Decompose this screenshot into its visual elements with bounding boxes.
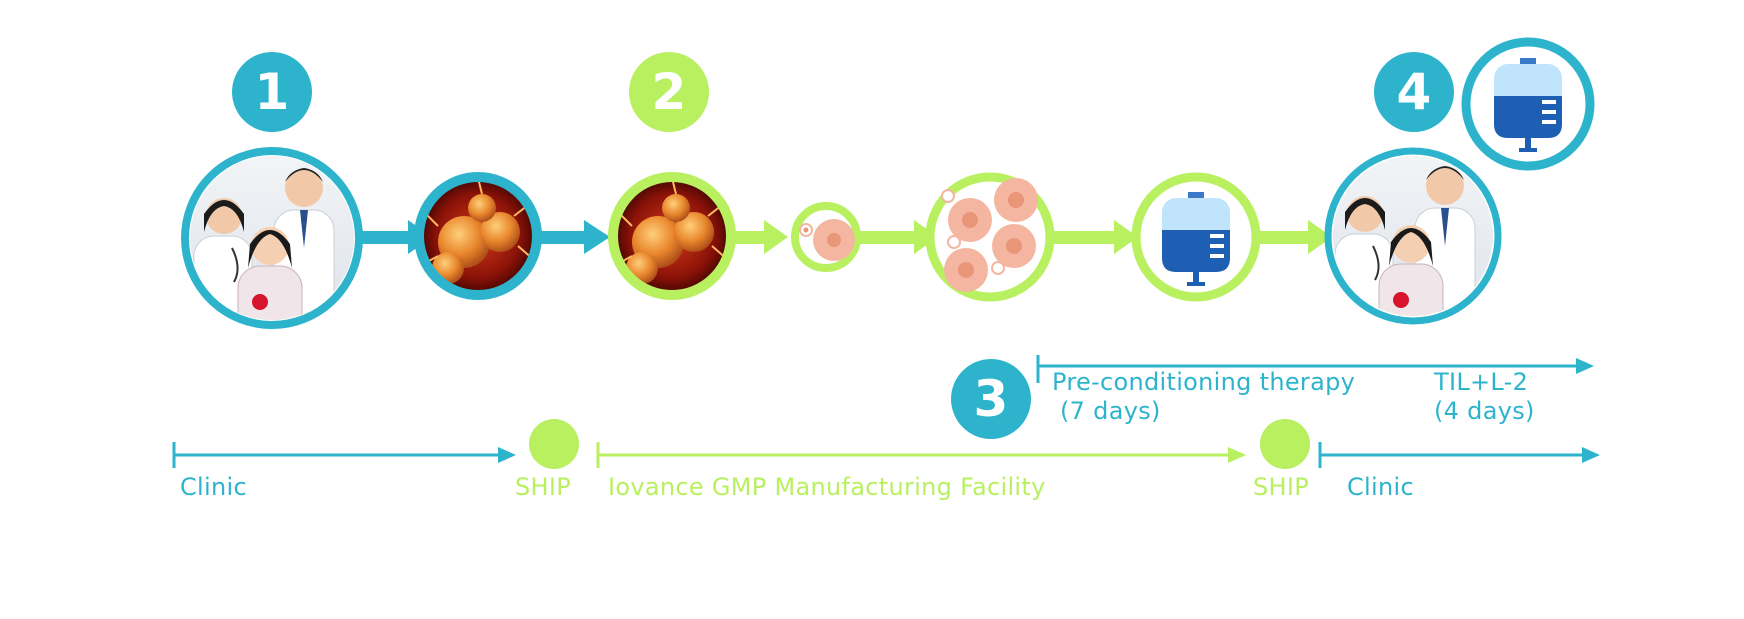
connector-arrow-2 <box>536 220 610 254</box>
ship-label-1: SHIP <box>515 473 572 501</box>
clinic-start-label: Clinic <box>180 473 247 501</box>
step-2-number: 2 <box>651 63 687 121</box>
connector-arrow-3 <box>730 220 788 254</box>
tumor-cells-image <box>414 172 542 300</box>
ship-dot-1 <box>529 419 579 469</box>
preconditioning-til-arrow <box>1036 355 1594 383</box>
patient-doctors-photo <box>181 147 363 329</box>
clinic-end-arrow <box>1318 442 1600 468</box>
cell-icon <box>791 202 861 272</box>
til-duration-label: (4 days) <box>1434 397 1535 425</box>
preconditioning-label: Pre-conditioning therapy <box>1052 368 1356 396</box>
clinic-end-label: Clinic <box>1347 473 1414 501</box>
connector-arrow-5 <box>1054 220 1138 254</box>
til-label: TIL+L-2 <box>1434 368 1529 396</box>
step-3-number: 3 <box>973 370 1009 428</box>
tumor-cells-image-harvested <box>608 172 736 300</box>
manufacturing-label: Iovance GMP Manufacturing Facility <box>608 473 1046 501</box>
step-4-badge <box>1374 52 1454 132</box>
cell-cluster-icon <box>925 172 1055 302</box>
ship-label-2: SHIP <box>1253 473 1310 501</box>
manufacturing-arrow <box>596 442 1246 468</box>
preconditioning-duration-label: (7 days) <box>1060 397 1161 425</box>
step-1-number: 1 <box>254 63 290 121</box>
connector-arrow-6 <box>1260 220 1332 254</box>
iv-bag-icon <box>1131 172 1261 302</box>
patient-doctors-photo-final <box>1324 147 1502 325</box>
iv-bag-icon-infusion <box>1461 37 1595 171</box>
step-1-badge <box>232 52 312 132</box>
step-4-number: 4 <box>1396 63 1432 121</box>
step-2-badge <box>629 52 709 132</box>
step-3-badge <box>951 359 1031 439</box>
clinic-start-arrow <box>172 442 516 468</box>
ship-dot-2 <box>1260 419 1310 469</box>
